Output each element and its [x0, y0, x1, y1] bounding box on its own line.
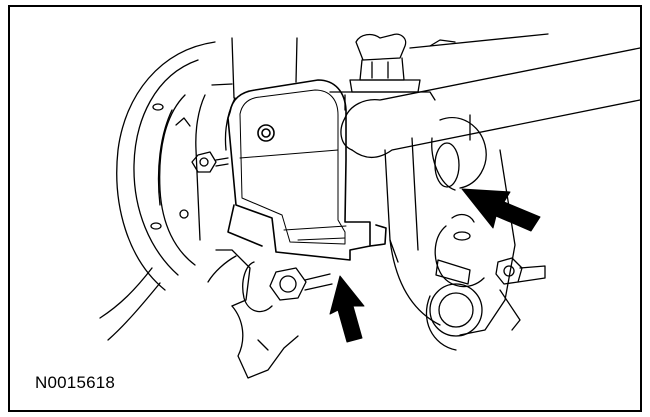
- tie-rod-end: [425, 213, 485, 351]
- stabilizer-bracket: [227, 79, 387, 261]
- lower-bolt: [207, 249, 333, 379]
- figure-id-label: N0015618: [35, 373, 116, 392]
- lower-control-arm: [340, 33, 641, 159]
- upper-ball-joint: [349, 33, 421, 93]
- strut-tube: [231, 37, 298, 99]
- brake-rotor: [99, 41, 216, 341]
- callout-arrow-lower: [329, 275, 365, 343]
- callout-arrows: [329, 188, 541, 343]
- knuckle-bolt-left: [191, 151, 229, 173]
- figure-frame: [8, 5, 642, 412]
- callout-arrow-right: [461, 188, 541, 232]
- steering-knuckle: [195, 83, 516, 336]
- tie-rod-bolt-right: [495, 257, 546, 331]
